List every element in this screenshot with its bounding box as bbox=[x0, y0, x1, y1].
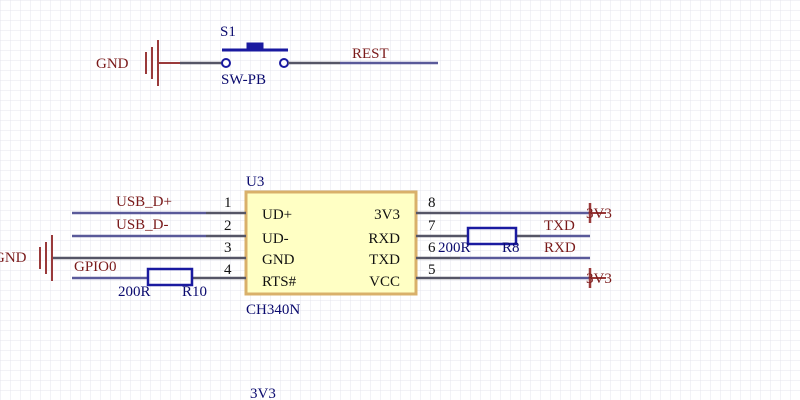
pin-name-6: TXD bbox=[369, 252, 400, 268]
pin-num-4: 4 bbox=[224, 262, 232, 278]
pin-num-7: 7 bbox=[428, 218, 436, 234]
net-label-txd: TXD bbox=[544, 218, 575, 234]
pin-num-6: 6 bbox=[428, 240, 436, 256]
chip-u3[interactable]: U3 CH340N UD+ UD- GND RTS# 3V3 RXD TXD V… bbox=[224, 174, 436, 318]
power-port-3v3-top bbox=[588, 203, 606, 223]
chip-gnd-label: GND bbox=[0, 250, 27, 266]
resistor-r10-designator: R10 bbox=[182, 284, 207, 300]
rest-net-label: REST bbox=[352, 46, 389, 62]
pin-name-3: GND bbox=[262, 252, 295, 268]
resistor-r10[interactable]: 200R R10 bbox=[118, 267, 207, 300]
pin-num-2: 2 bbox=[224, 218, 232, 234]
pin-name-5: VCC bbox=[369, 274, 400, 290]
switch-part: SW-PB bbox=[221, 72, 266, 88]
resistor-r10-value: 200R bbox=[118, 284, 151, 300]
net-label-usb-dm: USB_D- bbox=[116, 217, 169, 233]
right-wiring bbox=[416, 211, 590, 280]
pin-num-1: 1 bbox=[224, 195, 232, 211]
power-port-3v3-bottom bbox=[588, 268, 606, 288]
chip-part: CH340N bbox=[246, 302, 300, 318]
chip-designator: U3 bbox=[246, 174, 264, 190]
resistor-body bbox=[466, 226, 518, 246]
pin-name-4: RTS# bbox=[262, 274, 297, 290]
pin-num-3: 3 bbox=[224, 240, 232, 256]
pin-name-7: RXD bbox=[368, 231, 400, 247]
net-label-gpio0: GPIO0 bbox=[74, 259, 117, 275]
switch-designator: S1 bbox=[220, 24, 236, 40]
ground-symbol bbox=[39, 235, 53, 281]
resistor-body bbox=[146, 267, 194, 287]
resistor-r8[interactable]: 200R R8 bbox=[438, 226, 520, 256]
net-label-usb-dp: USB_D+ bbox=[116, 194, 172, 210]
resistor-r8-designator: R8 bbox=[502, 240, 520, 256]
ground-symbol bbox=[145, 40, 180, 86]
pin-name-8: 3V3 bbox=[374, 207, 400, 223]
resistor-r8-value: 200R bbox=[438, 240, 471, 256]
pin-name-1: UD+ bbox=[262, 207, 292, 223]
power-label-3v3-top: 3V3 bbox=[586, 206, 612, 222]
switch-gnd-label: GND bbox=[96, 56, 129, 72]
left-wiring bbox=[52, 211, 246, 280]
switch-s1[interactable]: GND S1 SW-PB REST bbox=[96, 24, 438, 88]
bottom-net-label: 3V3 bbox=[250, 386, 276, 400]
pin-num-8: 8 bbox=[428, 195, 436, 211]
pin-name-2: UD- bbox=[262, 231, 289, 247]
chip-body bbox=[244, 190, 418, 296]
net-label-rxd: RXD bbox=[544, 240, 576, 256]
power-label-3v3-bottom: 3V3 bbox=[586, 271, 612, 287]
pin-num-5: 5 bbox=[428, 262, 436, 278]
pushbutton-symbol bbox=[221, 42, 289, 68]
